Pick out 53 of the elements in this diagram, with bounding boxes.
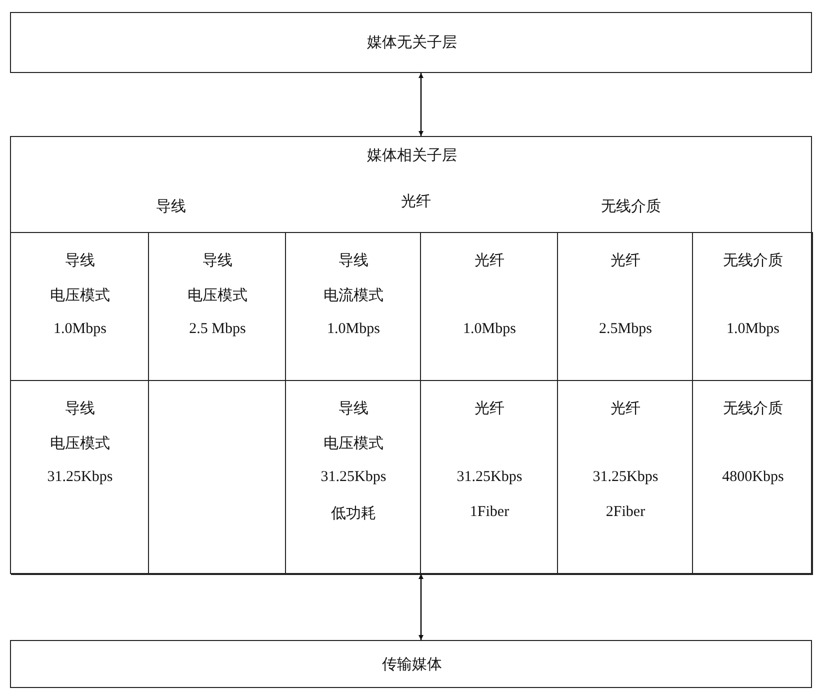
cell-text: 31.25Kbps	[592, 469, 658, 486]
cell-text: 电压模式	[50, 434, 110, 453]
cell-text: 电压模式	[50, 286, 110, 305]
cell-text: 1.0Mbps	[327, 321, 380, 338]
cell-text: 无线介质	[723, 400, 783, 418]
table-cell	[558, 381, 693, 575]
column-heading: 光纤	[401, 192, 431, 211]
table-cell	[149, 232, 286, 381]
cell-text: 电压模式	[188, 286, 248, 305]
cell-text: 1.0Mbps	[54, 321, 106, 338]
cell-text: 光纤	[474, 400, 504, 418]
layer-label: 媒体无关子层	[367, 34, 457, 52]
cell-text: 2Fiber	[606, 504, 646, 521]
table-cell	[693, 381, 813, 575]
cell-text: 电流模式	[324, 286, 384, 305]
layer-box	[10, 136, 812, 574]
cell-text: 31.25Kbps	[47, 469, 113, 486]
table-cell	[286, 381, 421, 575]
table-cell	[11, 381, 149, 575]
cell-text: 导线	[65, 252, 95, 270]
cell-text: 光纤	[474, 252, 504, 270]
layer-label: 媒体相关子层	[367, 146, 457, 165]
cell-text: 光纤	[610, 252, 640, 270]
column-heading: 导线	[156, 198, 186, 216]
table-cell	[286, 232, 421, 381]
column-heading: 无线介质	[601, 198, 661, 216]
cell-text: 无线介质	[723, 252, 783, 270]
cell-text: 低功耗	[331, 504, 376, 523]
table-cell	[693, 232, 813, 381]
cell-text: 导线	[202, 252, 232, 270]
table-cell	[421, 381, 558, 575]
layer-label: 传输媒体	[382, 656, 442, 674]
cell-text: 电压模式	[324, 434, 384, 453]
double-arrow	[418, 574, 424, 640]
cell-text: 2.5 Mbps	[189, 321, 246, 338]
cell-text: 31.25Kbps	[320, 469, 386, 486]
cell-text: 1.0Mbps	[726, 321, 780, 338]
table-cell	[11, 232, 149, 381]
cell-text: 1.0Mbps	[463, 321, 516, 338]
cell-text: 导线	[338, 400, 368, 418]
cell-text: 31.25Kbps	[456, 469, 522, 486]
cell-text: 4800Kbps	[722, 469, 784, 486]
layer-box	[10, 640, 812, 688]
cell-text: 导线	[65, 400, 95, 418]
cell-text: 2.5Mbps	[599, 321, 652, 338]
table-cell	[421, 232, 558, 381]
empty-cell	[149, 381, 286, 575]
double-arrow	[418, 73, 424, 136]
table-cell	[558, 232, 693, 381]
cell-text: 导线	[338, 252, 368, 270]
cell-text: 光纤	[610, 400, 640, 418]
layer-box	[10, 12, 812, 73]
cell-text: 1Fiber	[470, 504, 510, 521]
